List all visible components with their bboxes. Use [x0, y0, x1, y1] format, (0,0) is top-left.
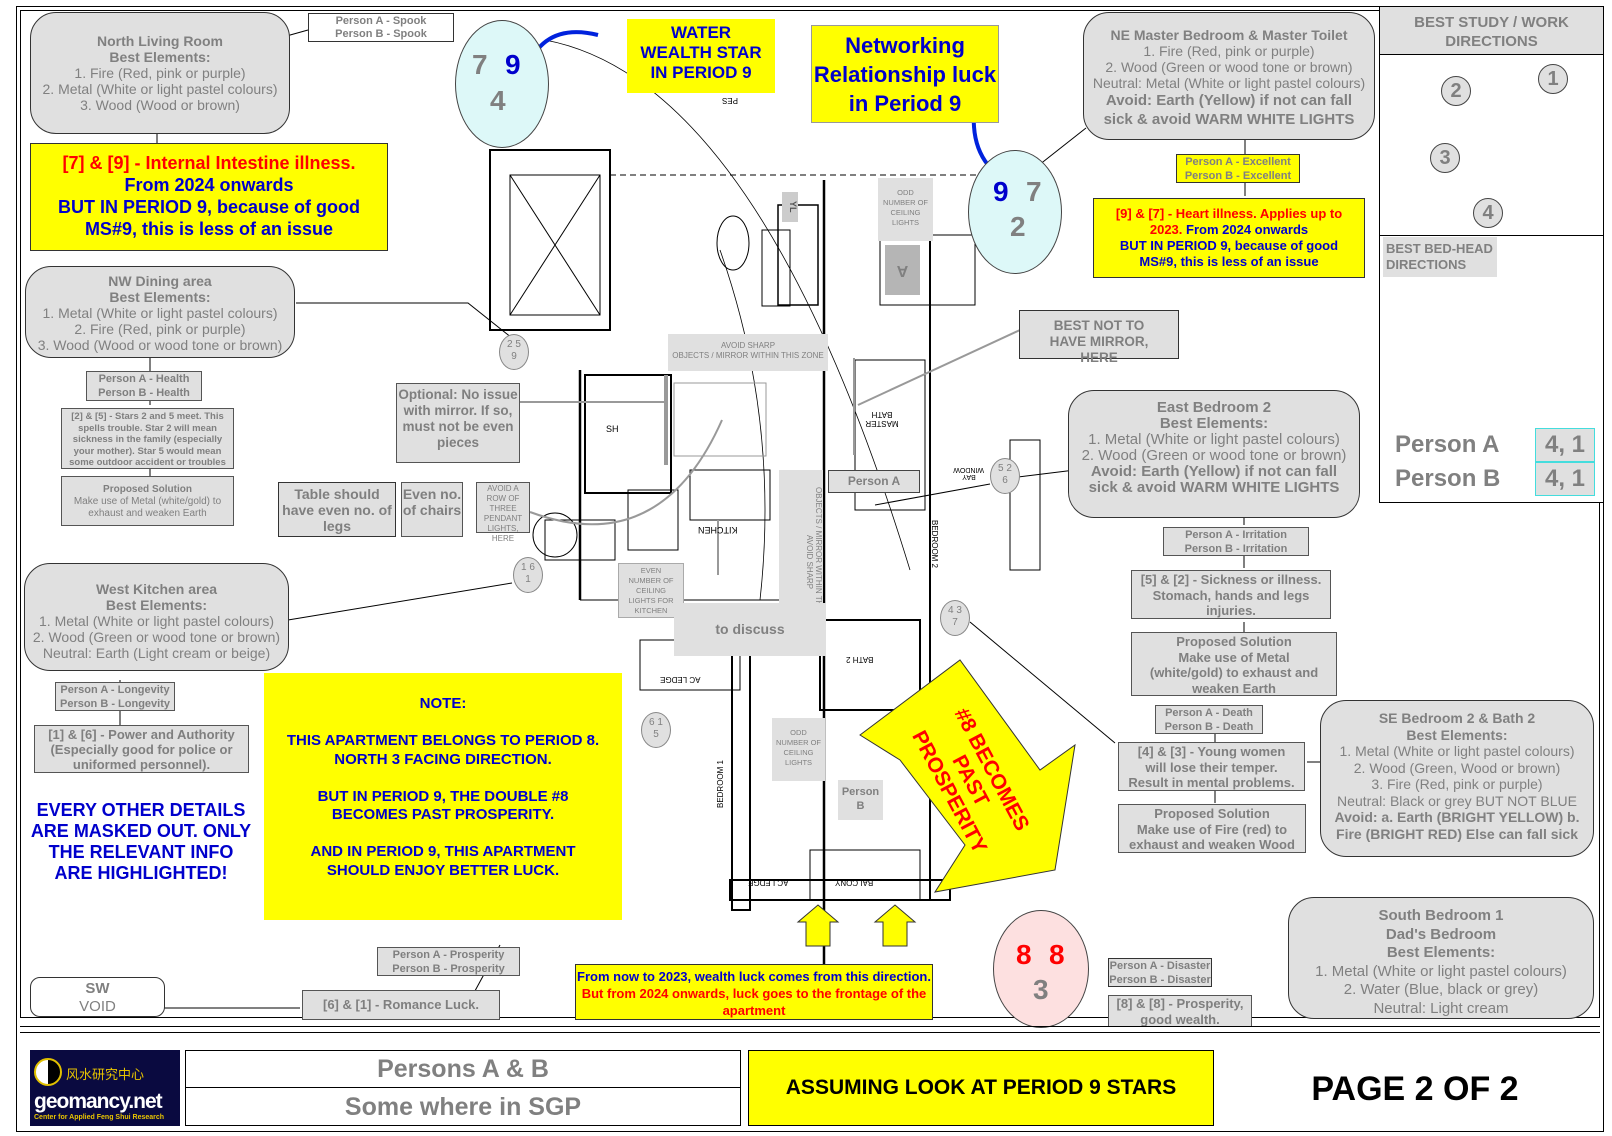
se-persons-label: Person A - Death Person B - Death: [1155, 705, 1263, 734]
client-info-box: Persons A & B Some where in SGP: [185, 1050, 741, 1126]
south-stars-note: [8] & [8] - Prosperity, good wealth.: [1108, 995, 1252, 1027]
bed-person-b-value: 4, 1: [1535, 462, 1595, 496]
bed-person-a-label: Person A: [1395, 431, 1500, 458]
nw-solution: Proposed Solution Make use of Metal (whi…: [61, 476, 234, 526]
west-persons-label: Person A - Longevity Person B - Longevit…: [55, 682, 175, 711]
bath2-label: BATH 2: [846, 655, 874, 664]
study-direction-2: 2: [1441, 76, 1471, 106]
east-bedroom-2-box: East Bedroom 2 Best Elements: 1. Metal (…: [1068, 390, 1360, 518]
ac-ledge-label: AC LEDGE: [660, 675, 701, 684]
bed-person-a-value: 4, 1: [1535, 428, 1595, 462]
spook-label: Person A - Spook Person B - Spook: [308, 13, 454, 42]
no-mirror-note: BEST NOT TO HAVE MIRROR, HERE: [1019, 310, 1179, 365]
ne-persons-label: Person A - Excellent Person B - Excellen…: [1176, 154, 1300, 183]
divider: [1380, 235, 1604, 236]
page-number: PAGE 2 OF 2: [1311, 1070, 1519, 1108]
balcony-label: BALCONY: [835, 878, 874, 887]
arrow-up-icon: [873, 904, 917, 947]
study-direction-1: 1: [1538, 64, 1568, 94]
odd-ceiling-lights-label: ODD NUMBER OF CEILING LIGHTS: [878, 178, 933, 241]
sw-void-box: SW VOID: [30, 977, 165, 1017]
table-legs-note: Table should have even no. of legs: [278, 482, 396, 537]
networking-luck-box: Networking Relationship luck in Period 9: [811, 25, 999, 123]
logo-name: geomancy.net: [34, 1090, 163, 1113]
bay-window-label: BAY WINDOW: [953, 466, 984, 480]
even-ceiling-kitchen-label: EVEN NUMBER OF CEILING LIGHTS FOR KITCHE…: [618, 563, 684, 618]
north-warning-box: [7] & [9] - Internal Intestine illness. …: [30, 143, 388, 251]
bedroom2-label: BEDROOM 2: [930, 520, 939, 569]
ne-master-bedroom-box: NE Master Bedroom & Master Toilet 1. Fir…: [1083, 12, 1375, 140]
bedroom1-label: BEDROOM 1: [716, 760, 725, 809]
connector-line: [1009, 469, 1076, 479]
best-bed-head-title: BEST BED-HEAD DIRECTIONS: [1383, 237, 1497, 277]
client-name: Persons A & B: [186, 1051, 740, 1088]
star-chart-northeast: 9 7 2: [968, 150, 1062, 274]
avoid-sharp-zone-label: AVOID SHARP OBJECTS / MIRROR WITHIN THIS…: [668, 334, 828, 371]
ac-ledge-label-2: AC LEDGE: [748, 878, 789, 887]
west-kitchen-box: West Kitchen area Best Elements: 1. Meta…: [24, 563, 289, 671]
arrow-up-icon: [796, 904, 840, 947]
person-b-label: Person B: [838, 780, 883, 820]
kitchen-label: KITCHEN: [698, 525, 738, 535]
bed-person-b-label: Person B: [1395, 465, 1501, 492]
pendant-lights-note: AVOID A ROW OF THREE PENDANT LIGHTS, HER…: [476, 482, 530, 543]
nw-dining-box: NW Dining area Best Elements: 1. Metal (…: [25, 266, 295, 358]
se-bedroom-box: SE Bedroom 2 & Bath 2 Best Elements: 1. …: [1320, 700, 1594, 857]
se-stars-note: [4] & [3] - Young women will lose their …: [1118, 742, 1305, 791]
star-chart-south: 8 8 3: [993, 910, 1089, 1028]
study-direction-3: 3: [1430, 143, 1460, 173]
assumption-banner: ASSUMING LOOK AT PERIOD 9 STARS: [748, 1050, 1214, 1126]
to-discuss-label: to discuss: [674, 603, 826, 656]
mirror-optional-note: Optional: No issue with mirror. If so, m…: [396, 383, 520, 463]
period-note-box: NOTE: THIS APARTMENT BELONGS TO PERIOD 8…: [264, 673, 622, 920]
yl-label: YL: [782, 192, 798, 222]
wealth-direction-note: From now to 2023, wealth luck comes from…: [575, 964, 933, 1020]
east-persons-label: Person A - Irritation Person B - Irritat…: [1163, 527, 1309, 556]
client-location: Some where in SGP: [344, 1093, 582, 1121]
odd-ceiling-lights-bedroom1-label: ODD NUMBER OF CEILING LIGHTS: [772, 718, 825, 781]
page-frame: [16, 6, 1604, 1132]
sh-label: SH: [606, 424, 619, 434]
connector-line: [874, 483, 991, 506]
footer-divider: [20, 1026, 1600, 1033]
connector-line: [969, 621, 1116, 744]
star-chart-north: 7 9 4: [455, 20, 549, 148]
west-stars-note: [1] & [6] - Power and Authority (Especia…: [34, 725, 249, 773]
chairs-note: Even no. of chairs: [401, 482, 463, 537]
yin-yang-icon: [34, 1058, 62, 1086]
connector-line: [287, 582, 513, 621]
south-bedroom-1-box: South Bedroom 1 Dad's Bedroom Best Eleme…: [1288, 897, 1594, 1019]
east-solution: Proposed Solution Make use of Metal (whi…: [1131, 632, 1337, 696]
nw-stars-note: [2] & [5] - Stars 2 and 5 meet. This spe…: [61, 408, 234, 469]
north-living-room-box: North Living Room Best Elements: 1. Fire…: [30, 12, 290, 134]
sw-persons-label: Person A - Prosperity Person B - Prosper…: [377, 947, 520, 976]
study-direction-4: 4: [1473, 198, 1503, 228]
past-prosperity-arrow: [859, 659, 1076, 893]
south-persons-label: Person A - Disaster Person B - Disaster: [1108, 958, 1212, 987]
nw-persons-label: Person A - Health Person B - Health: [86, 371, 202, 401]
best-study-title: BEST STUDY / WORK DIRECTIONS: [1380, 7, 1603, 55]
water-wealth-star-box: WATER WEALTH STAR IN PERIOD 9: [627, 19, 775, 93]
logo-tagline: Center for Applied Feng Shui Research: [34, 1114, 165, 1121]
person-a-label: Person A: [828, 470, 920, 493]
masked-details-note: EVERY OTHER DETAILS ARE MASKED OUT. ONLY…: [30, 800, 252, 883]
master-bath-label: MASTER BATH: [865, 410, 899, 428]
pes-label: PES: [722, 96, 739, 105]
geomancy-logo: 风水研究中心 geomancy.net Center for Applied F…: [30, 1050, 180, 1126]
sw-stars-note: [6] & [1] - Romance Luck.: [302, 990, 500, 1020]
connector-line: [296, 302, 513, 339]
east-stars-note: [5] & [2] - Sickness or illness. Stomach…: [1131, 570, 1331, 619]
person-a-bed-marker: A: [885, 245, 920, 295]
se-solution: Proposed Solution Make use of Fire (red)…: [1118, 804, 1306, 853]
logo-chinese-text: 风水研究中心: [66, 1068, 145, 1083]
ne-warning-box: [9] & [7] - Heart illness. Applies up to…: [1093, 198, 1365, 278]
